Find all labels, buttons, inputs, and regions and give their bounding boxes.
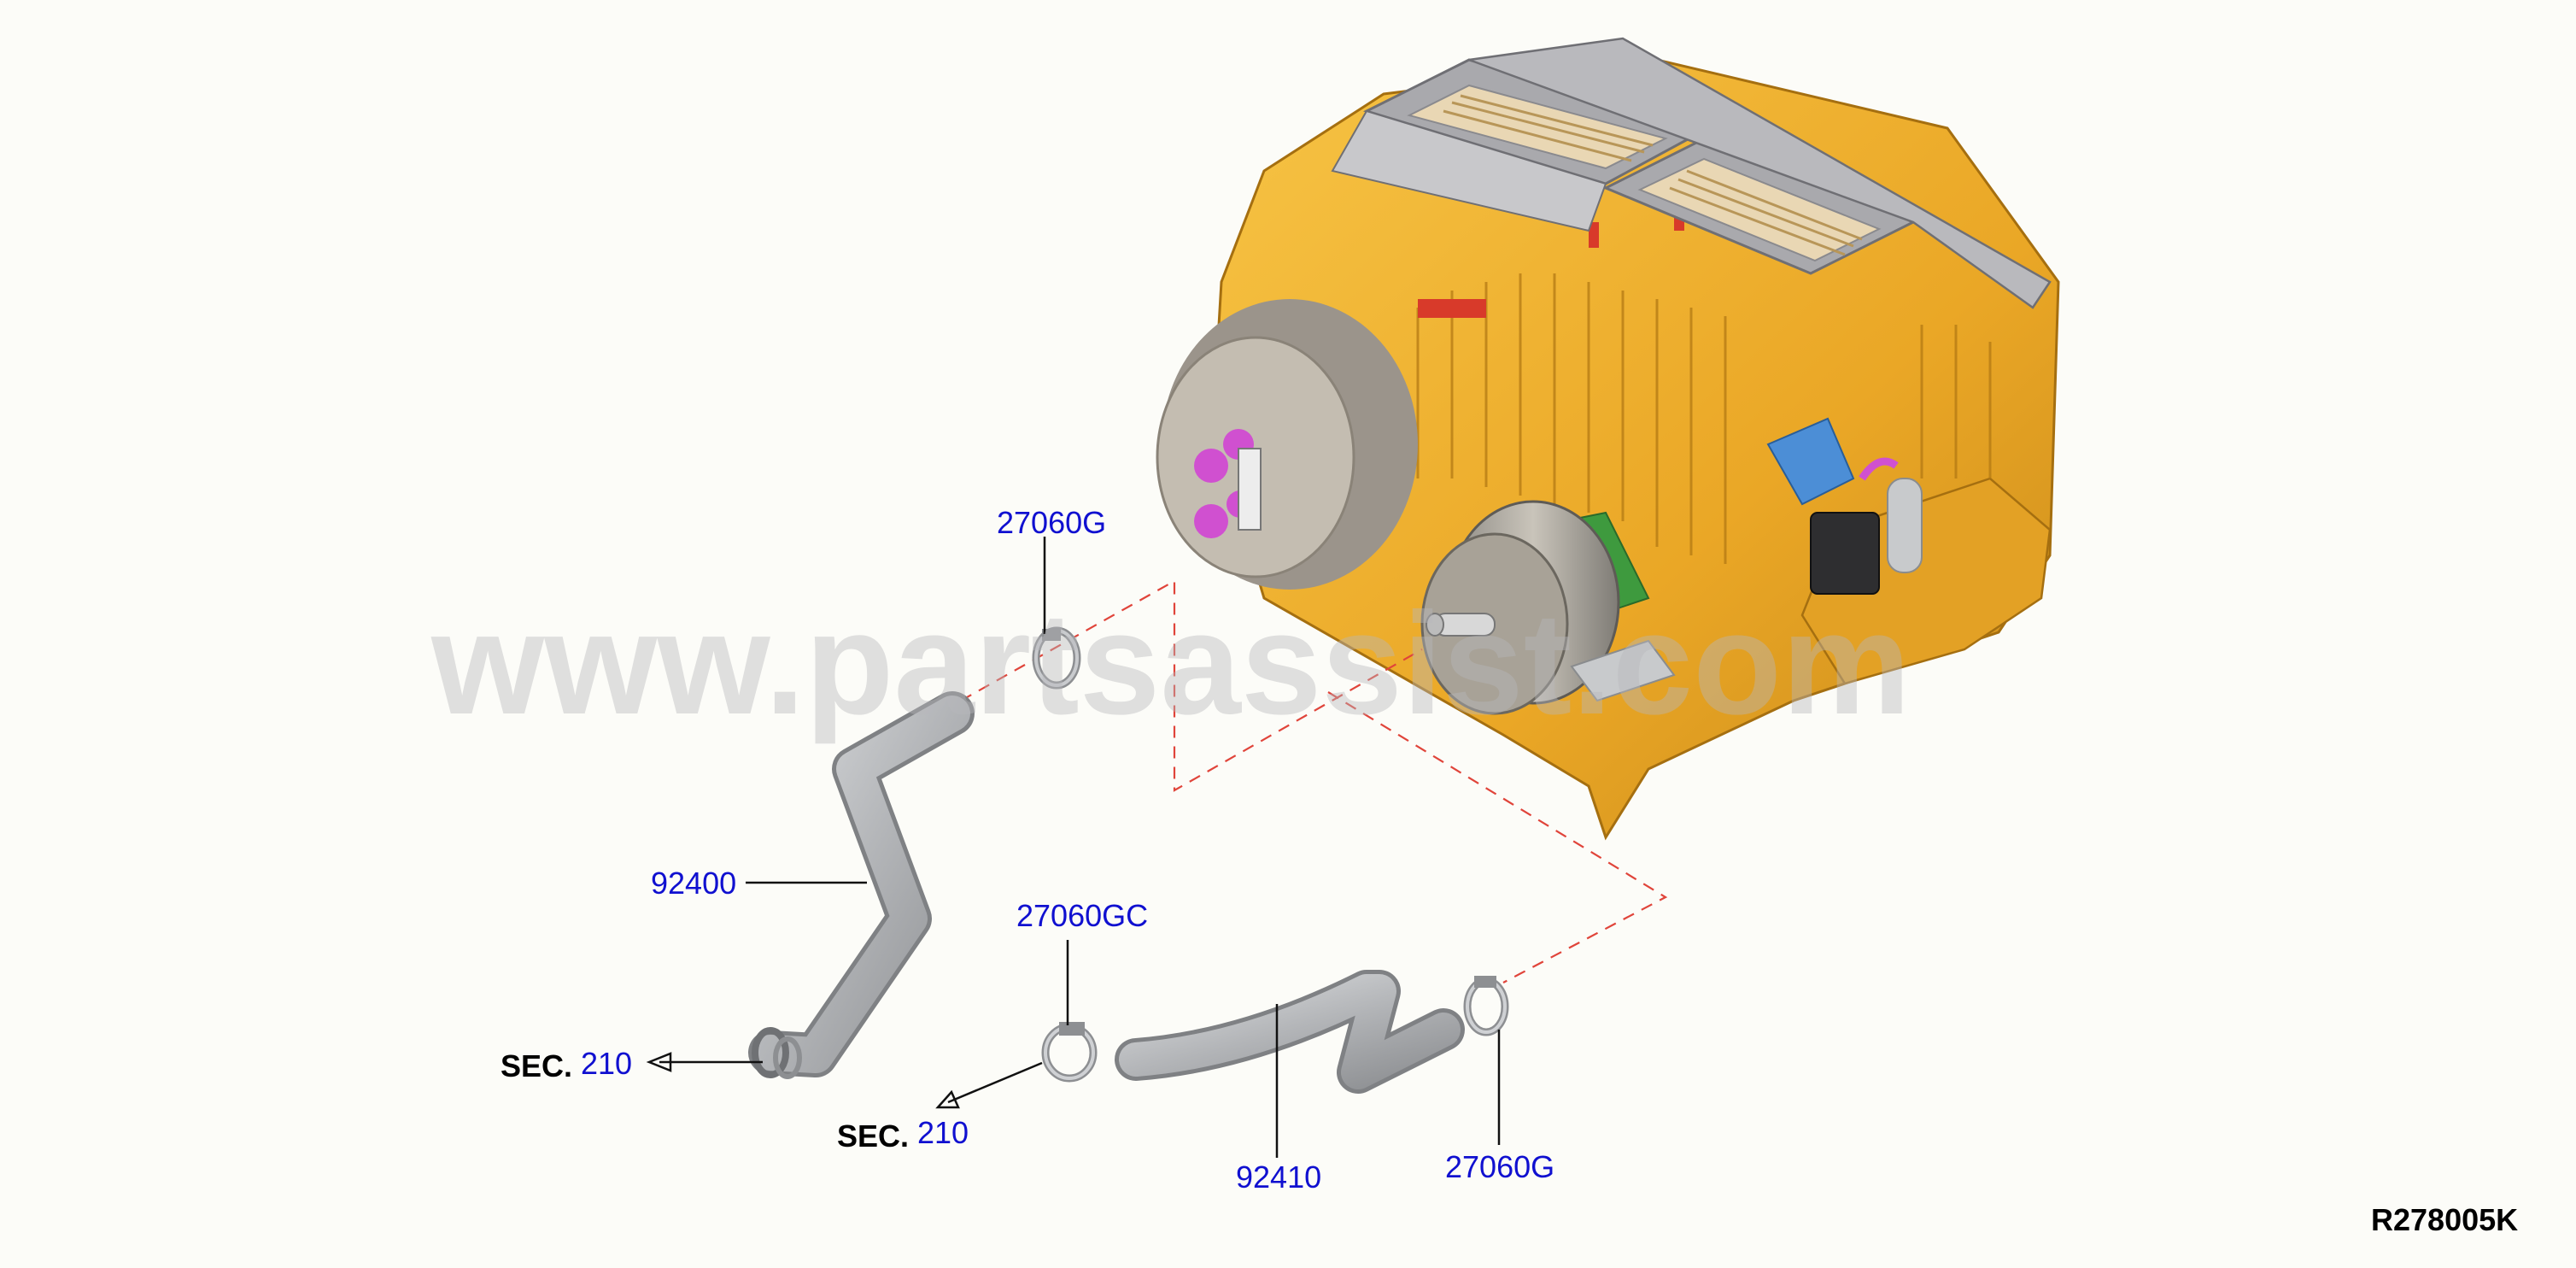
sec-prefix: SEC. bbox=[501, 1048, 572, 1083]
housing-ribs bbox=[1416, 273, 1992, 564]
sec-reference-1[interactable]: SEC. 210 bbox=[501, 1046, 632, 1083]
top-frame bbox=[1331, 37, 2052, 309]
inlet-hose-end-clamp bbox=[752, 1027, 802, 1079]
heater-pipe bbox=[1570, 639, 1676, 702]
side-actuators bbox=[1766, 417, 1923, 595]
sec-prefix: SEC. bbox=[837, 1118, 909, 1154]
hose-clamp-mid bbox=[1041, 1022, 1098, 1083]
callout-27060g-right[interactable]: 27060G bbox=[1445, 1149, 1554, 1184]
hose-clamp-right bbox=[1463, 976, 1509, 1036]
sec-number[interactable]: 210 bbox=[581, 1046, 632, 1081]
callout-27060g-top[interactable]: 27060G bbox=[997, 505, 1106, 540]
sec-arrows bbox=[646, 1052, 960, 1109]
diagram-reference-code: R278005K bbox=[2371, 1202, 2518, 1237]
inlet-hose bbox=[748, 691, 975, 1079]
blower-cover bbox=[1156, 299, 1418, 590]
arrow-down-left-icon bbox=[935, 1089, 960, 1109]
outlet-hose bbox=[1115, 970, 1465, 1094]
watermark: www.partsassist.com bbox=[430, 583, 1911, 745]
sec-reference-2[interactable]: SEC. 210 bbox=[837, 1115, 969, 1154]
sec-number[interactable]: 210 bbox=[917, 1115, 969, 1150]
assembly-lines bbox=[960, 579, 1668, 983]
callout-27060gc[interactable]: 27060GC bbox=[1016, 898, 1148, 933]
leader-lines bbox=[659, 537, 1501, 1158]
callout-92400[interactable]: 92400 bbox=[651, 866, 736, 901]
blower-motor bbox=[1420, 500, 1650, 715]
hose-clamp-top bbox=[1032, 626, 1081, 690]
callout-92410[interactable]: 92410 bbox=[1236, 1159, 1321, 1195]
heater-unit-assembly bbox=[1156, 37, 2060, 841]
arrow-left-icon bbox=[646, 1052, 672, 1072]
